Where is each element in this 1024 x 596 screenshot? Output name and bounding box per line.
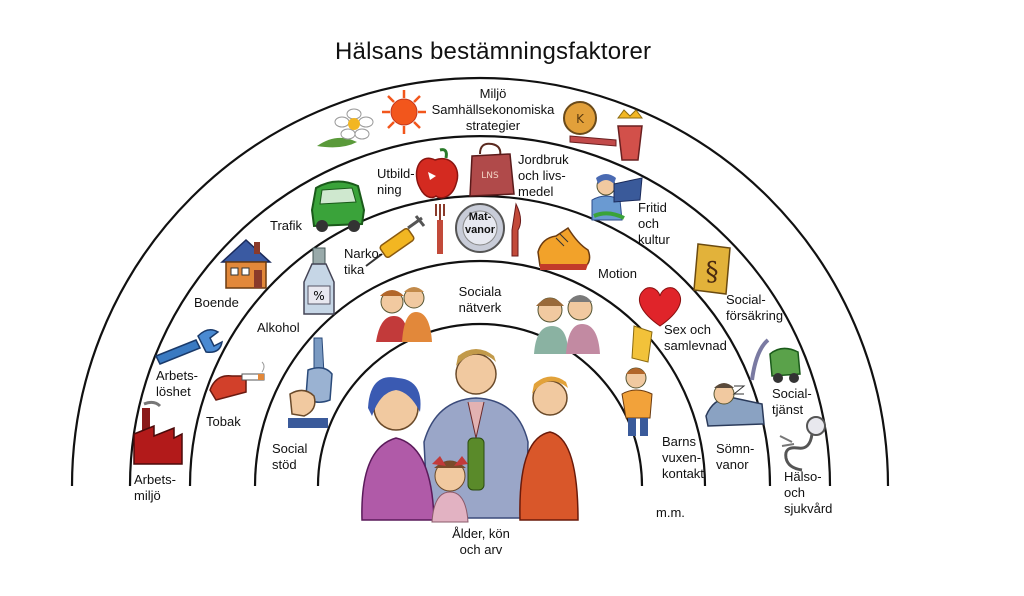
factory-icon	[133, 400, 183, 465]
apple-icon	[415, 148, 459, 199]
svg-text:§: §	[706, 257, 719, 287]
cigarette-hand-icon	[209, 361, 265, 401]
svg-text:LNS: LNS	[481, 171, 499, 181]
label-tobak: Tobak	[206, 414, 241, 429]
arc-layer-2	[253, 259, 707, 487]
label-matvanor: Mat- vanor	[465, 211, 495, 236]
label-socialforsakring: Social- försäkring	[726, 292, 784, 323]
label-halso-och-sjukvard: Hälso- och sjukvård	[784, 469, 833, 516]
label-boende: Boende	[194, 295, 239, 310]
scale-icon: K	[563, 101, 643, 161]
label-socialt-stod: Social stöd	[272, 441, 308, 472]
heart-icon	[638, 287, 682, 327]
sleeping-person-icon	[705, 383, 765, 427]
label-sex-och-samlevnad: Sex och samlevnad	[664, 322, 727, 353]
house-icon	[220, 238, 272, 289]
label-alder-kon-och-arv: Ålder, kön och arv	[452, 526, 510, 557]
label-arbetsmiljo: Arbets- miljö	[134, 472, 176, 503]
plate-icon	[435, 202, 522, 257]
svg-text:%: %	[313, 289, 324, 303]
arc-layer-1	[316, 322, 644, 487]
label-arbetsloshet: Arbets- löshet	[156, 368, 198, 399]
paragraph-sign-icon: §	[693, 243, 731, 295]
friends-icon	[534, 295, 600, 354]
label-fritid-och-kultur: Fritid och kultur	[638, 200, 670, 247]
family-icon	[361, 349, 579, 523]
svg-text:K: K	[576, 112, 585, 126]
vacuum-icon	[750, 338, 801, 383]
sun-icon	[382, 90, 426, 134]
label-trafik: Trafik	[270, 218, 303, 233]
label-samhallsekonomiska-strategier: Samhällsekonomiska strategier	[431, 102, 555, 133]
flower-icon	[317, 108, 374, 148]
label-mm: m.m.	[656, 505, 685, 520]
arc-layer-5	[70, 76, 890, 487]
label-jordbruk-och-livsmedel: Jordbruk och livs- medel	[518, 152, 569, 199]
label-socialtjanst: Social- tjänst	[772, 386, 812, 417]
child-icon	[621, 325, 653, 436]
label-alkohol: Alkohol	[257, 320, 300, 335]
label-narkotika: Narko- tika	[344, 246, 384, 277]
label-sociala-natverk: Sociala nätverk	[458, 284, 502, 315]
stethoscope-icon	[779, 416, 826, 472]
car-icon	[310, 180, 366, 232]
label-utbildning: Utbild- ning	[377, 166, 415, 197]
label-somnvanor: Sömn- vanor	[716, 441, 755, 472]
wrench-icon	[154, 329, 223, 365]
label-barns-vuxenkontakt: Barns vuxen- kontakt	[662, 434, 704, 481]
diagram-title: Hälsans bestämningsfaktorer	[335, 38, 652, 65]
bottle-icon: %	[303, 247, 335, 315]
syringe-icon	[365, 215, 426, 267]
shopping-bag-icon: LNS	[469, 142, 515, 197]
arc-layer-4	[128, 134, 832, 487]
label-miljo: Miljö	[479, 86, 507, 101]
running-shoe-icon	[537, 226, 591, 270]
helping-hand-icon	[288, 337, 333, 428]
friends-icon	[376, 287, 432, 342]
reading-person-icon	[591, 174, 643, 221]
label-motion: Motion	[598, 266, 638, 281]
